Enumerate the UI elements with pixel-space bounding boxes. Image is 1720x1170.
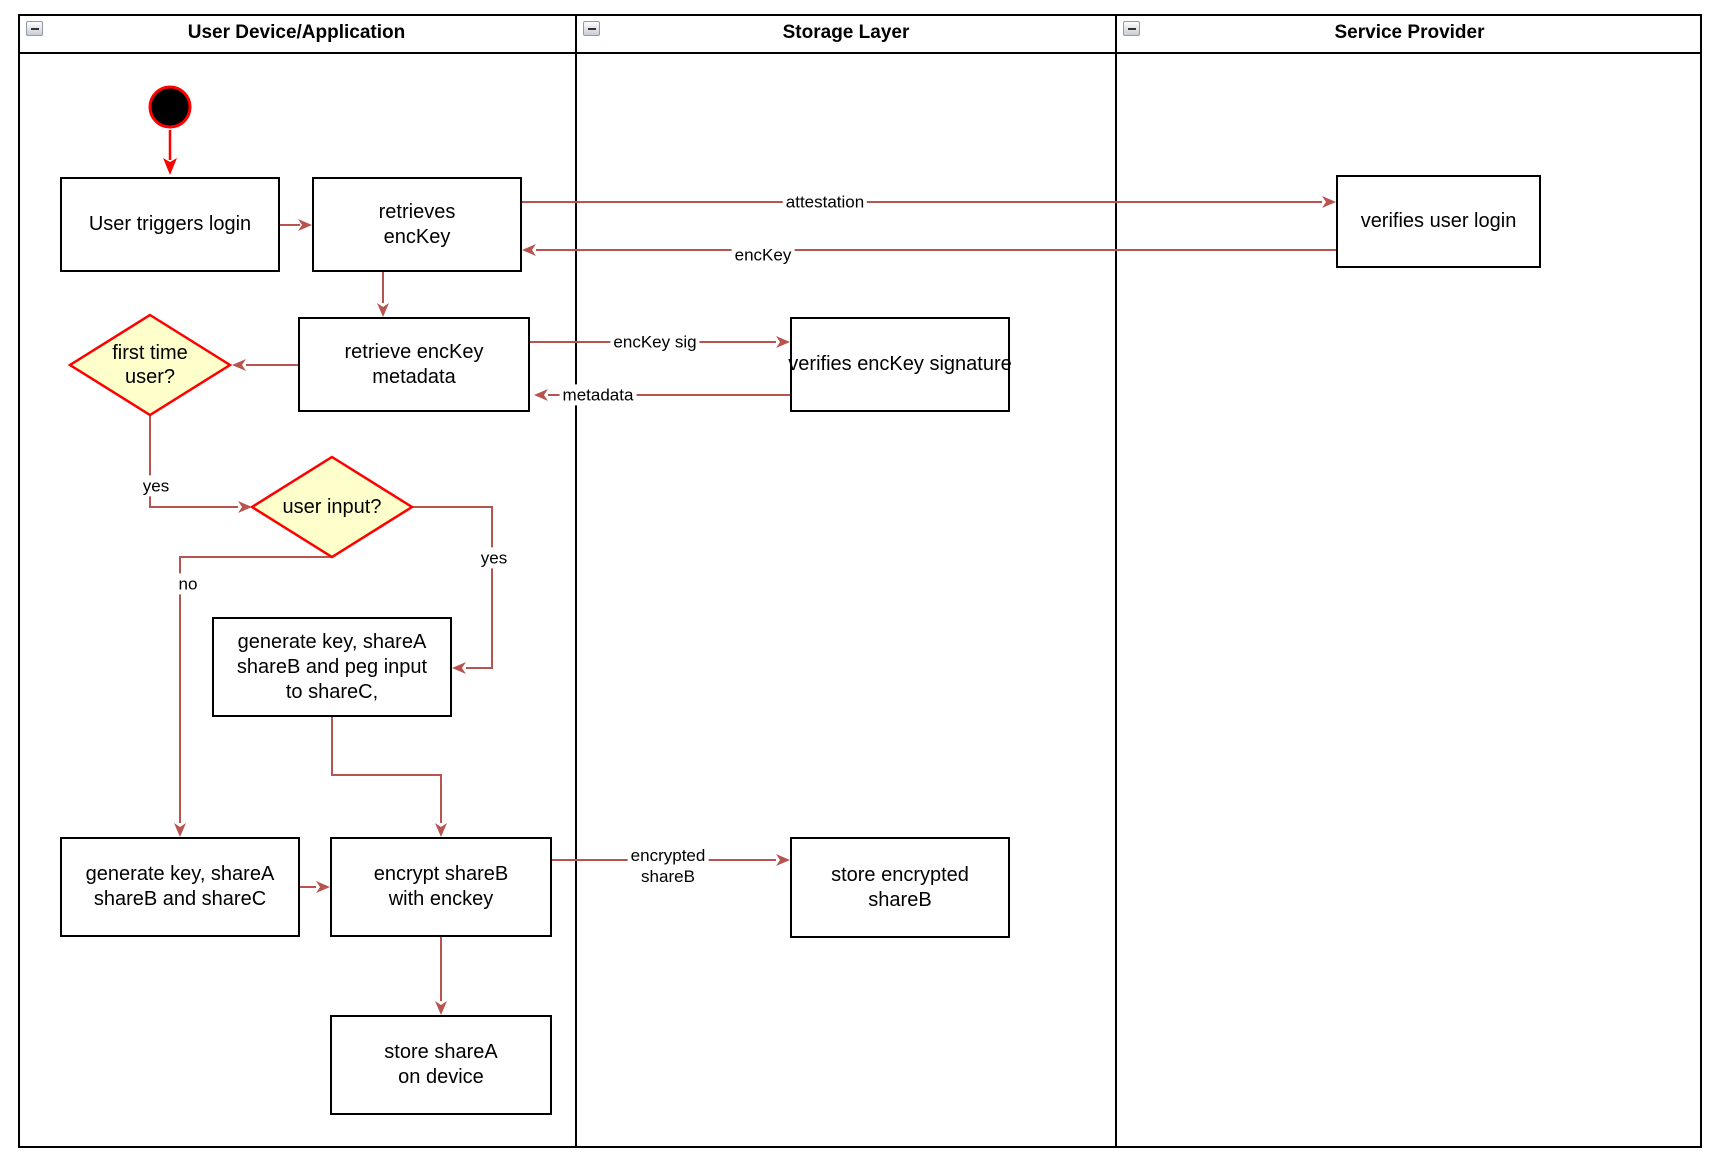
node-user-triggers-login[interactable]: User triggers login bbox=[60, 177, 280, 272]
lane-title-service-provider: Service Provider bbox=[1334, 22, 1485, 43]
node-store-sharea[interactable]: store shareA on device bbox=[330, 1015, 552, 1115]
edge-attestation bbox=[522, 196, 1336, 208]
decision-first-time-user[interactable] bbox=[67, 313, 233, 417]
edge-label-metadata: metadata bbox=[559, 384, 637, 406]
node-verifies-user-login[interactable]: verifies user login bbox=[1336, 175, 1541, 268]
edge-label-enckey-sig: encKey sig bbox=[610, 331, 700, 353]
edge-label-encrypted-shareb: encrypted shareB bbox=[627, 844, 709, 888]
lane-title-user-device: User Device/Application bbox=[187, 22, 406, 43]
diagram-frame bbox=[18, 14, 1702, 1148]
edge-encrypt-to-store bbox=[435, 937, 447, 1015]
edge-enckey-return bbox=[522, 244, 1336, 256]
collapse-lane-icon[interactable] bbox=[583, 21, 600, 36]
edge-user-input-yes bbox=[412, 506, 493, 674]
lane-divider-2 bbox=[1115, 14, 1117, 1148]
lane-divider-1 bbox=[575, 14, 577, 1148]
minus-icon bbox=[30, 27, 39, 30]
edge-retrieves-to-metadata bbox=[377, 272, 389, 317]
edge-label-no-user-input: no bbox=[175, 573, 201, 595]
collapse-lane-icon[interactable] bbox=[1123, 21, 1140, 36]
edge-label-yes-user-input: yes bbox=[477, 547, 511, 569]
edge-label-enckey: encKey bbox=[731, 244, 795, 266]
edge-user-input-no bbox=[174, 556, 332, 837]
edge-shares-to-encrypt bbox=[300, 881, 330, 893]
decision-user-input[interactable] bbox=[249, 455, 415, 559]
node-retrieve-enckey-metadata[interactable]: retrieve encKey metadata bbox=[298, 317, 530, 412]
edge-metadata-to-first-time bbox=[232, 359, 298, 371]
node-generate-key-shares[interactable]: generate key, shareA shareB and shareC bbox=[60, 837, 300, 937]
edge-peg-to-encrypt bbox=[331, 717, 447, 837]
edge-login-to-retrieves bbox=[280, 219, 312, 231]
initial-state-node[interactable] bbox=[148, 85, 192, 129]
decision-first-time-user-label: first time user? bbox=[112, 342, 188, 388]
node-verifies-enckey-signature[interactable]: verifies encKey signature bbox=[788, 317, 1012, 412]
node-generate-key-peg-input[interactable]: generate key, shareA shareB and peg inpu… bbox=[212, 617, 452, 717]
lane-header-separator bbox=[18, 52, 1702, 54]
edge-label-attestation: attestation bbox=[782, 191, 868, 213]
edge-first-time-yes bbox=[149, 415, 252, 513]
node-encrypt-shareb[interactable]: encrypt shareB with enckey bbox=[330, 837, 552, 937]
minus-icon bbox=[587, 27, 596, 30]
edge-label-yes-first-time: yes bbox=[139, 475, 173, 497]
node-store-encrypted-shareb[interactable]: store encrypted shareB bbox=[790, 837, 1010, 938]
decision-user-input-label: user input? bbox=[282, 496, 382, 518]
minus-icon bbox=[1127, 27, 1136, 30]
lane-title-storage-layer: Storage Layer bbox=[782, 22, 910, 43]
node-retrieves-enckey[interactable]: retrieves encKey bbox=[312, 177, 522, 272]
edge-start-to-login bbox=[163, 130, 177, 175]
collapse-lane-icon[interactable] bbox=[26, 21, 43, 36]
